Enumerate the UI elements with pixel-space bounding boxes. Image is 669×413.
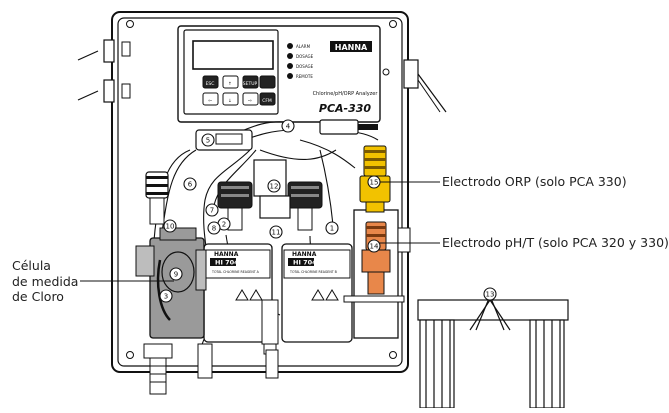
keypad-key-label: SETUP [243, 81, 258, 87]
callout-number-badge [325, 221, 339, 235]
callout-number: 6 [188, 181, 193, 189]
callout-number-badge [267, 179, 281, 193]
status-led [287, 43, 293, 49]
reagent-brand: HANNA [214, 251, 239, 258]
chlorine-cell-label-line3: de Cloro [12, 289, 64, 304]
callout-number: 2 [222, 221, 226, 229]
status-led [287, 73, 293, 79]
keypad-key-label: ⇦ [208, 99, 212, 104]
ph-electrode-label: Electrodo pH/T (solo PCA 320 y 330) [442, 235, 669, 250]
callout-number: 1 [330, 225, 334, 233]
status-led-label: REMOTE [296, 74, 313, 79]
callout-number: 14 [370, 243, 379, 251]
callout-number: 5 [206, 137, 210, 145]
callout-number: 3 [164, 293, 168, 301]
reagent-description: TOTAL CHLORINE REAGENT A [211, 270, 260, 274]
keypad-key-label: CFM [262, 98, 272, 104]
callout-number: 10 [166, 223, 175, 231]
callout-number-badge [183, 177, 197, 191]
status-led [287, 53, 293, 59]
hinge-top [103, 39, 115, 63]
controller-panel: ESC↑SETUP⇦↓⇨CFM ALARMDOSAGEDOSAGEREMOTE … [177, 25, 381, 123]
status-led-label: DOSAGE [296, 64, 314, 69]
hinge-bottom [103, 79, 115, 103]
panel-subtitle: Chlorine/pH/ORP Analyzer [313, 91, 379, 97]
reagent-description: TOTAL CHLORINE REAGENT B [289, 270, 337, 274]
callout-number: 15 [370, 179, 379, 187]
callout-number-badge [207, 221, 221, 235]
keypad-key-label: ⇨ [248, 99, 252, 104]
callout-number-badge [205, 203, 219, 217]
reagent-brand: HANNA [292, 251, 317, 258]
status-led [287, 63, 293, 69]
callout-number: 11 [272, 229, 281, 237]
orp-electrode-label: Electrodo ORP (solo PCA 330) [442, 174, 627, 189]
chlorine-cell-label-line2: de medida [12, 273, 79, 289]
callout-number: 12 [270, 183, 279, 191]
brand-logo [330, 41, 372, 52]
callout-number: 13 [486, 291, 495, 299]
lcd-display [192, 40, 274, 70]
model-label: PCA-330 [319, 102, 372, 115]
callout-number-badge [201, 133, 215, 147]
callout-number-badge [367, 175, 381, 189]
enclosure-inner [117, 17, 403, 367]
callout-number-badge [269, 225, 283, 239]
keypad-key-label: ESC [206, 81, 215, 87]
callout-number-badge [281, 119, 295, 133]
callout-number-badge [483, 287, 497, 301]
chlorine-cell-label: Célula de medida de Cloro [12, 258, 78, 305]
latch-right [403, 59, 419, 89]
keypad-key-label: ↑ [228, 81, 232, 87]
callout-number-badge [159, 289, 173, 303]
left-filter [145, 171, 169, 225]
callout-number: 9 [174, 271, 178, 279]
reagent-code: HI 70460 [293, 259, 326, 267]
callout-number-badge [367, 239, 381, 253]
keypad-key-label: ↓ [228, 98, 232, 104]
chlorine-cell-label-line1: Célula [12, 258, 51, 273]
callout-number: 8 [212, 225, 216, 233]
callout-number-badge [169, 267, 183, 281]
reagent-code: HI 70461 [215, 259, 248, 267]
status-led-label: ALARM [296, 44, 311, 49]
callout-number: 4 [286, 123, 291, 131]
brand-logo-text: HANNA [335, 43, 368, 52]
filter-housing [417, 295, 569, 409]
status-led-label: DOSAGE [296, 54, 314, 59]
callout-number-badge [163, 219, 177, 233]
callout-number: 7 [210, 207, 214, 215]
reagent-caps [217, 159, 323, 231]
chlorine-cell [135, 227, 207, 339]
